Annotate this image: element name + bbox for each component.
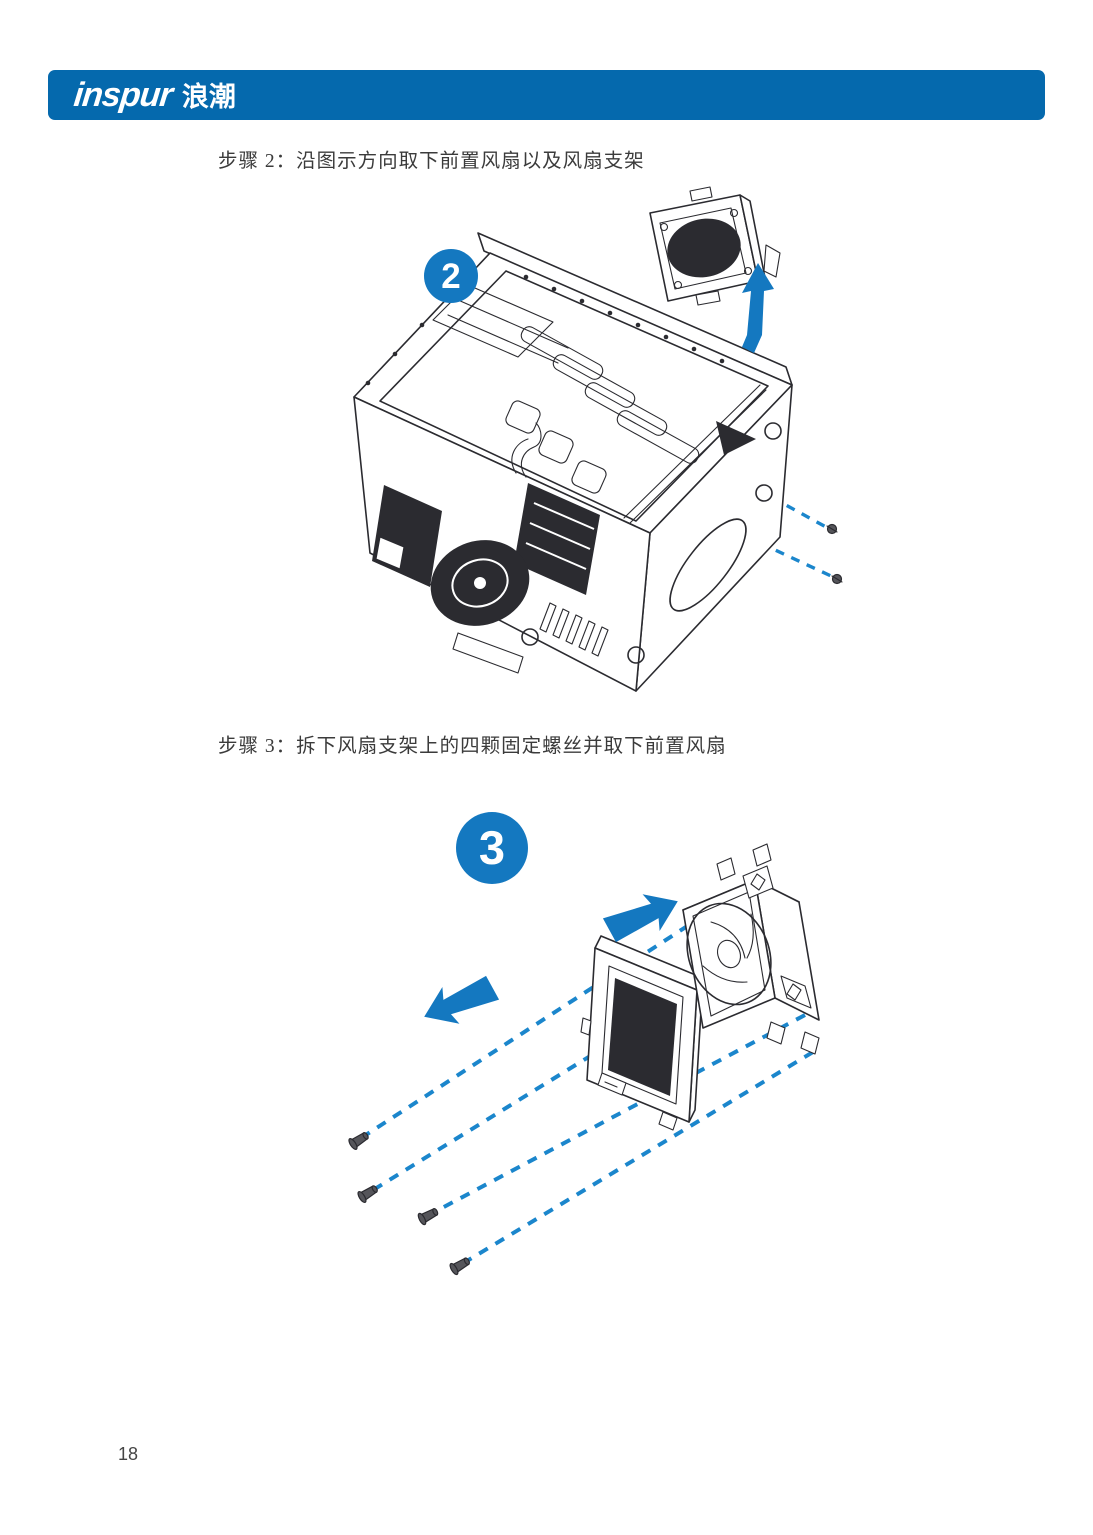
- header-bar: inspur 浪潮: [48, 70, 1045, 120]
- figure-step-3-illustration: 3: [265, 790, 904, 1292]
- step-badge: 3: [456, 812, 528, 884]
- screw-icon: [348, 1132, 369, 1150]
- page-number: 18: [118, 1444, 139, 1464]
- logo-latin-text: inspur: [72, 76, 174, 114]
- screw-icon: [449, 1257, 470, 1276]
- figure-step-2-illustration: 2: [318, 185, 848, 703]
- logo-cjk-text: 浪潮: [181, 82, 236, 113]
- chassis-fan-removal-drawing: 2: [353, 186, 843, 692]
- inspur-logo: inspur 浪潮: [72, 76, 236, 114]
- screw-icon: [417, 1208, 439, 1226]
- screw-icon: [826, 523, 838, 535]
- fan-bracket-line-art: [580, 935, 704, 1131]
- step-3-heading: 步骤 3：拆下风扇支架上的四颗固定螺丝并取下前置风扇: [218, 736, 727, 757]
- chassis-line-art: [353, 232, 793, 692]
- step-badge: 2: [424, 249, 478, 303]
- arrow-down-left-icon: [424, 975, 500, 1024]
- step-2-heading: 步骤 2：沿图示方向取下前置风扇以及风扇支架: [218, 151, 645, 172]
- screw-icon: [831, 573, 843, 585]
- arrow-up-icon: [742, 263, 774, 353]
- step-badge-number: 2: [441, 257, 460, 296]
- arrow-up-right-icon: [602, 894, 678, 943]
- step-badge-number: 3: [479, 821, 505, 874]
- screw-icon: [357, 1185, 378, 1204]
- removed-fan-assembly: [649, 186, 781, 306]
- fan-bracket-screws-drawing: 3: [348, 812, 820, 1276]
- fan-line-art: [682, 843, 820, 1055]
